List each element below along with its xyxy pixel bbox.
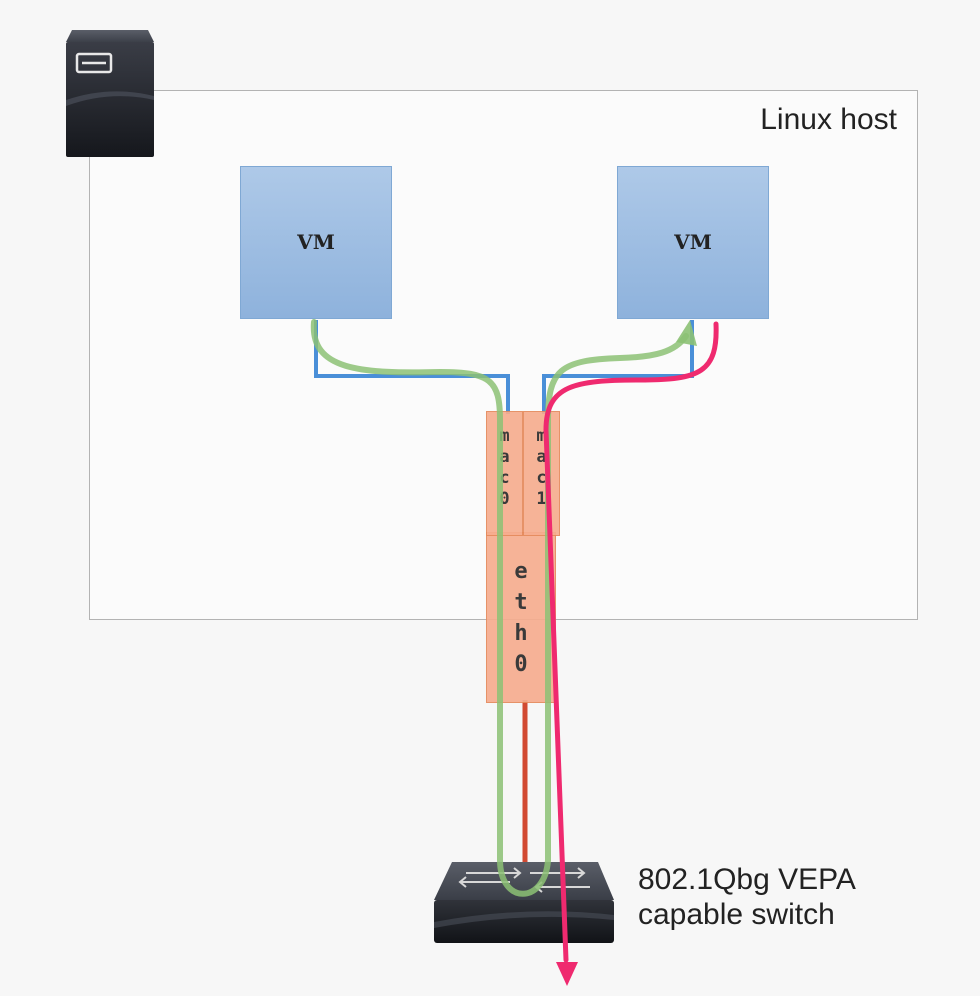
vm-label: VM <box>674 229 712 254</box>
switch-label-line1: 802.1Qbg VEPA <box>638 863 856 896</box>
vm-box-right: VM <box>617 166 769 319</box>
linux-host-label: Linux host <box>760 103 897 136</box>
eth0-char: h <box>514 621 528 646</box>
mac1-char: m <box>536 426 547 446</box>
mac0-interface: m a c 0 <box>486 411 523 536</box>
mac0-char: c <box>499 468 510 488</box>
external-traffic-arrowhead <box>556 962 578 986</box>
eth0-char: 0 <box>514 652 528 677</box>
mac0-char: 0 <box>499 489 510 509</box>
switch-label: 802.1Qbg VEPA capable switch <box>638 862 856 932</box>
eth0-char: t <box>514 590 528 615</box>
mac1-interface: m a c 1 <box>523 411 560 536</box>
mac0-char: m <box>499 426 510 446</box>
mac1-char: 1 <box>536 489 547 509</box>
vm-box-left: VM <box>240 166 392 319</box>
mac1-char: a <box>536 447 547 467</box>
switch-label-line2: capable switch <box>638 898 835 931</box>
eth0-char: e <box>514 559 528 584</box>
eth0-interface: e t h 0 <box>486 532 556 703</box>
vm-label: VM <box>297 229 335 254</box>
mac1-char: c <box>536 468 547 488</box>
mac0-char: a <box>499 447 510 467</box>
